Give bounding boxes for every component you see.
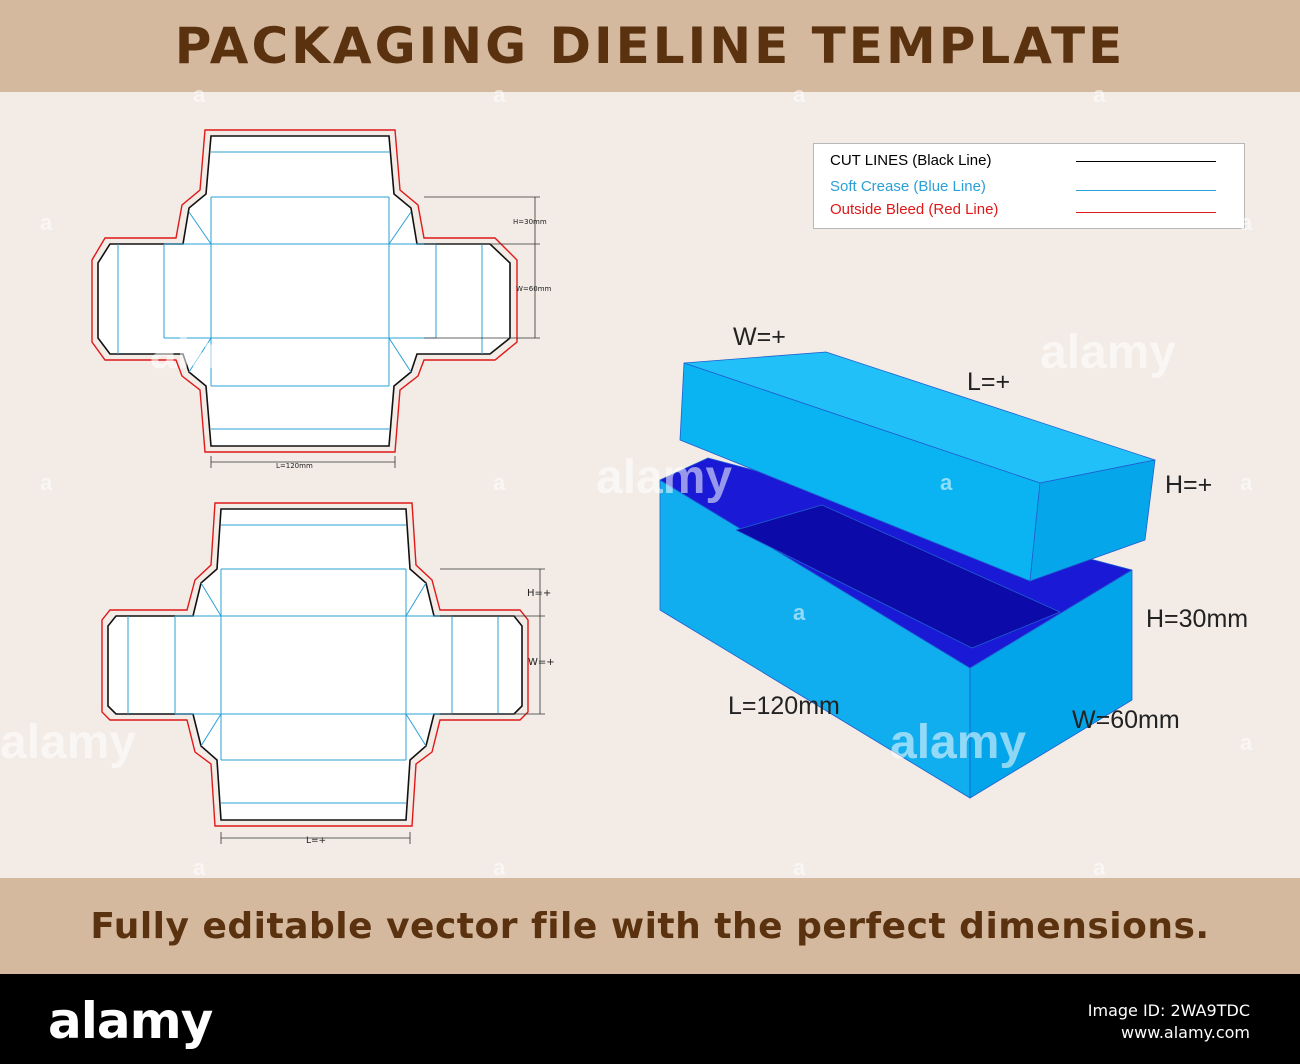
dim-height: H=+ [527, 588, 551, 599]
lid-end-face [1029, 459, 1156, 582]
dim-length: L=120mm [276, 462, 313, 470]
lid-width-label: W=+ [733, 323, 786, 351]
legend-box: CUT LINES (Black Line) Soft Crease (Blue… [813, 143, 1245, 229]
dimension-lines [220, 568, 545, 844]
base-length-label: L=120mm [728, 692, 840, 720]
legend-swatch-bleed [1076, 212, 1216, 213]
header-band: PACKAGING DIELINE TEMPLATE [0, 0, 1300, 92]
box-3d [659, 351, 1156, 799]
bleed-outline [101, 502, 529, 827]
legend-label-crease: Soft Crease (Blue Line) [830, 178, 986, 195]
legend-swatch-cut [1076, 161, 1216, 162]
base-height-label: H=30mm [1146, 605, 1248, 633]
box-labels: W=+ L=+ H=+ H=30mm L=120mm W=60mm [728, 323, 1248, 734]
base-interior-floor [735, 504, 1061, 649]
bleed-outline [91, 129, 518, 453]
dim-width: W=+ [528, 657, 555, 668]
image-id: Image ID: 2WA9TDC [1087, 1001, 1250, 1020]
dieline-bottom: H=+ W=+ L=+ [101, 502, 555, 846]
crease-lines [127, 524, 499, 804]
stock-url: www.alamy.com [1121, 1023, 1250, 1042]
stock-footer [0, 974, 1300, 1064]
tagline-band: Fully editable vector file with the perf… [0, 878, 1300, 974]
stock-logo: alamy [48, 992, 213, 1050]
dieline-top: H=30mm W=60mm L=120mm [91, 129, 552, 470]
dimension-lines [210, 196, 540, 468]
legend-swatch-crease [1076, 190, 1216, 191]
page-title: PACKAGING DIELINE TEMPLATE [174, 17, 1126, 75]
dim-width: W=60mm [516, 285, 552, 293]
cut-outline [97, 135, 511, 447]
lid-height-label: H=+ [1165, 471, 1212, 499]
crease-lines [117, 151, 483, 430]
stock-info: Image ID: 2WA9TDC www.alamy.com [1088, 1000, 1250, 1044]
legend-label-bleed: Outside Bleed (Red Line) [830, 201, 999, 218]
cut-outline [107, 508, 523, 821]
legend-label-cut: CUT LINES (Black Line) [830, 152, 992, 169]
tagline: Fully editable vector file with the perf… [90, 905, 1210, 947]
dim-height: H=30mm [513, 218, 547, 226]
base-width-label: W=60mm [1072, 706, 1180, 734]
dim-length: L=+ [306, 836, 326, 846]
lid-length-label: L=+ [967, 368, 1010, 396]
